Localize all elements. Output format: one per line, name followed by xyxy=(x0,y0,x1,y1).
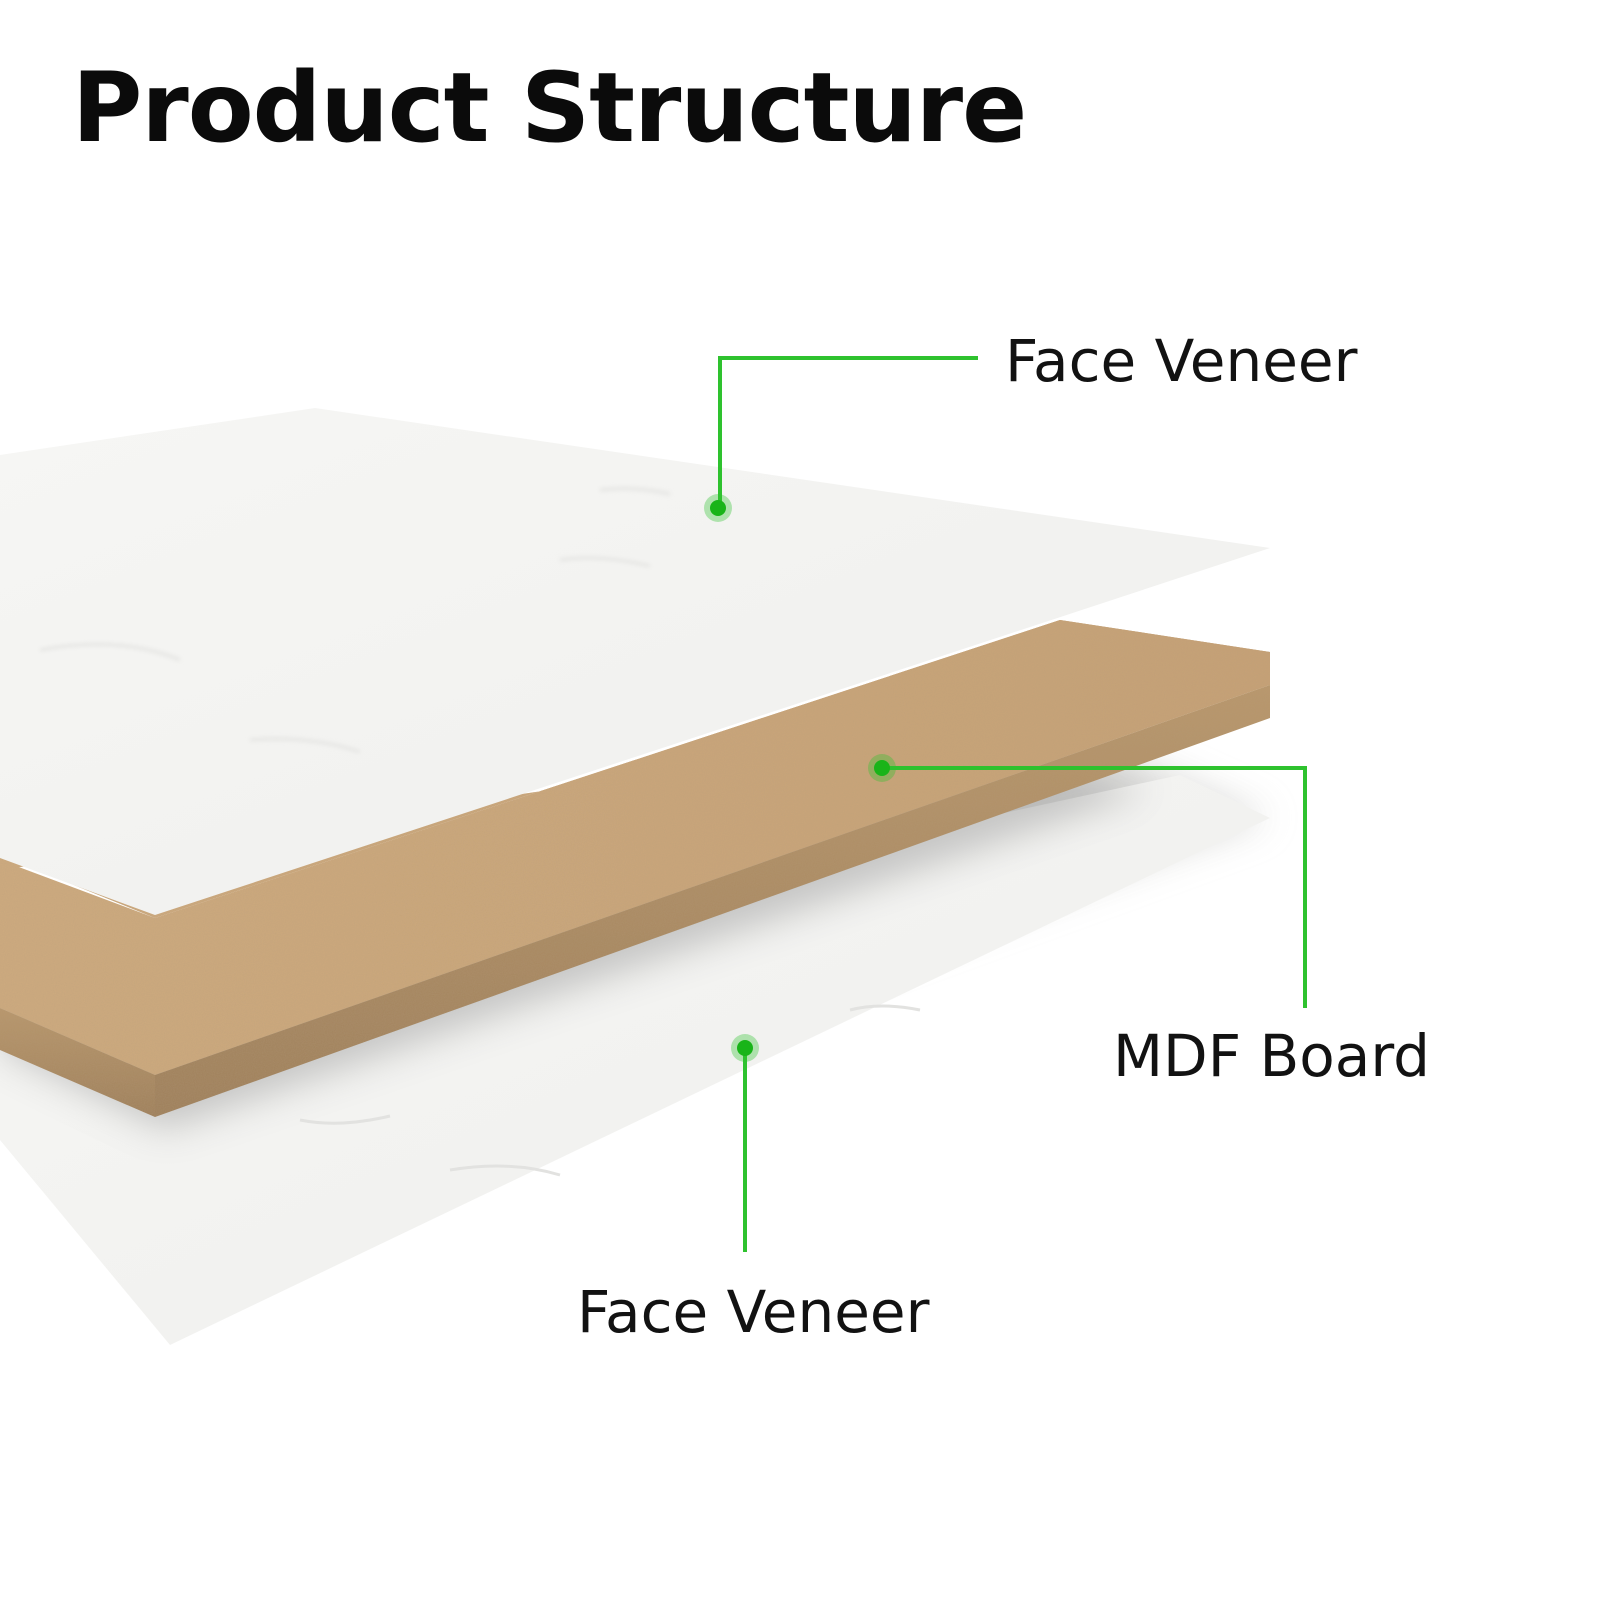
label-top-face-veneer: Face Veneer xyxy=(1005,327,1358,395)
page-title: Product Structure xyxy=(72,52,1027,164)
callout-top-veneer xyxy=(704,356,978,522)
bottom-veneer-sheet xyxy=(0,742,1270,1345)
callout-bottom-veneer xyxy=(731,1034,759,1252)
label-mdf-board: MDF Board xyxy=(1113,1022,1430,1090)
label-bottom-face-veneer: Face Veneer xyxy=(577,1278,930,1346)
top-veneer-sheet xyxy=(0,408,1270,915)
callout-mdf xyxy=(868,754,1307,1008)
